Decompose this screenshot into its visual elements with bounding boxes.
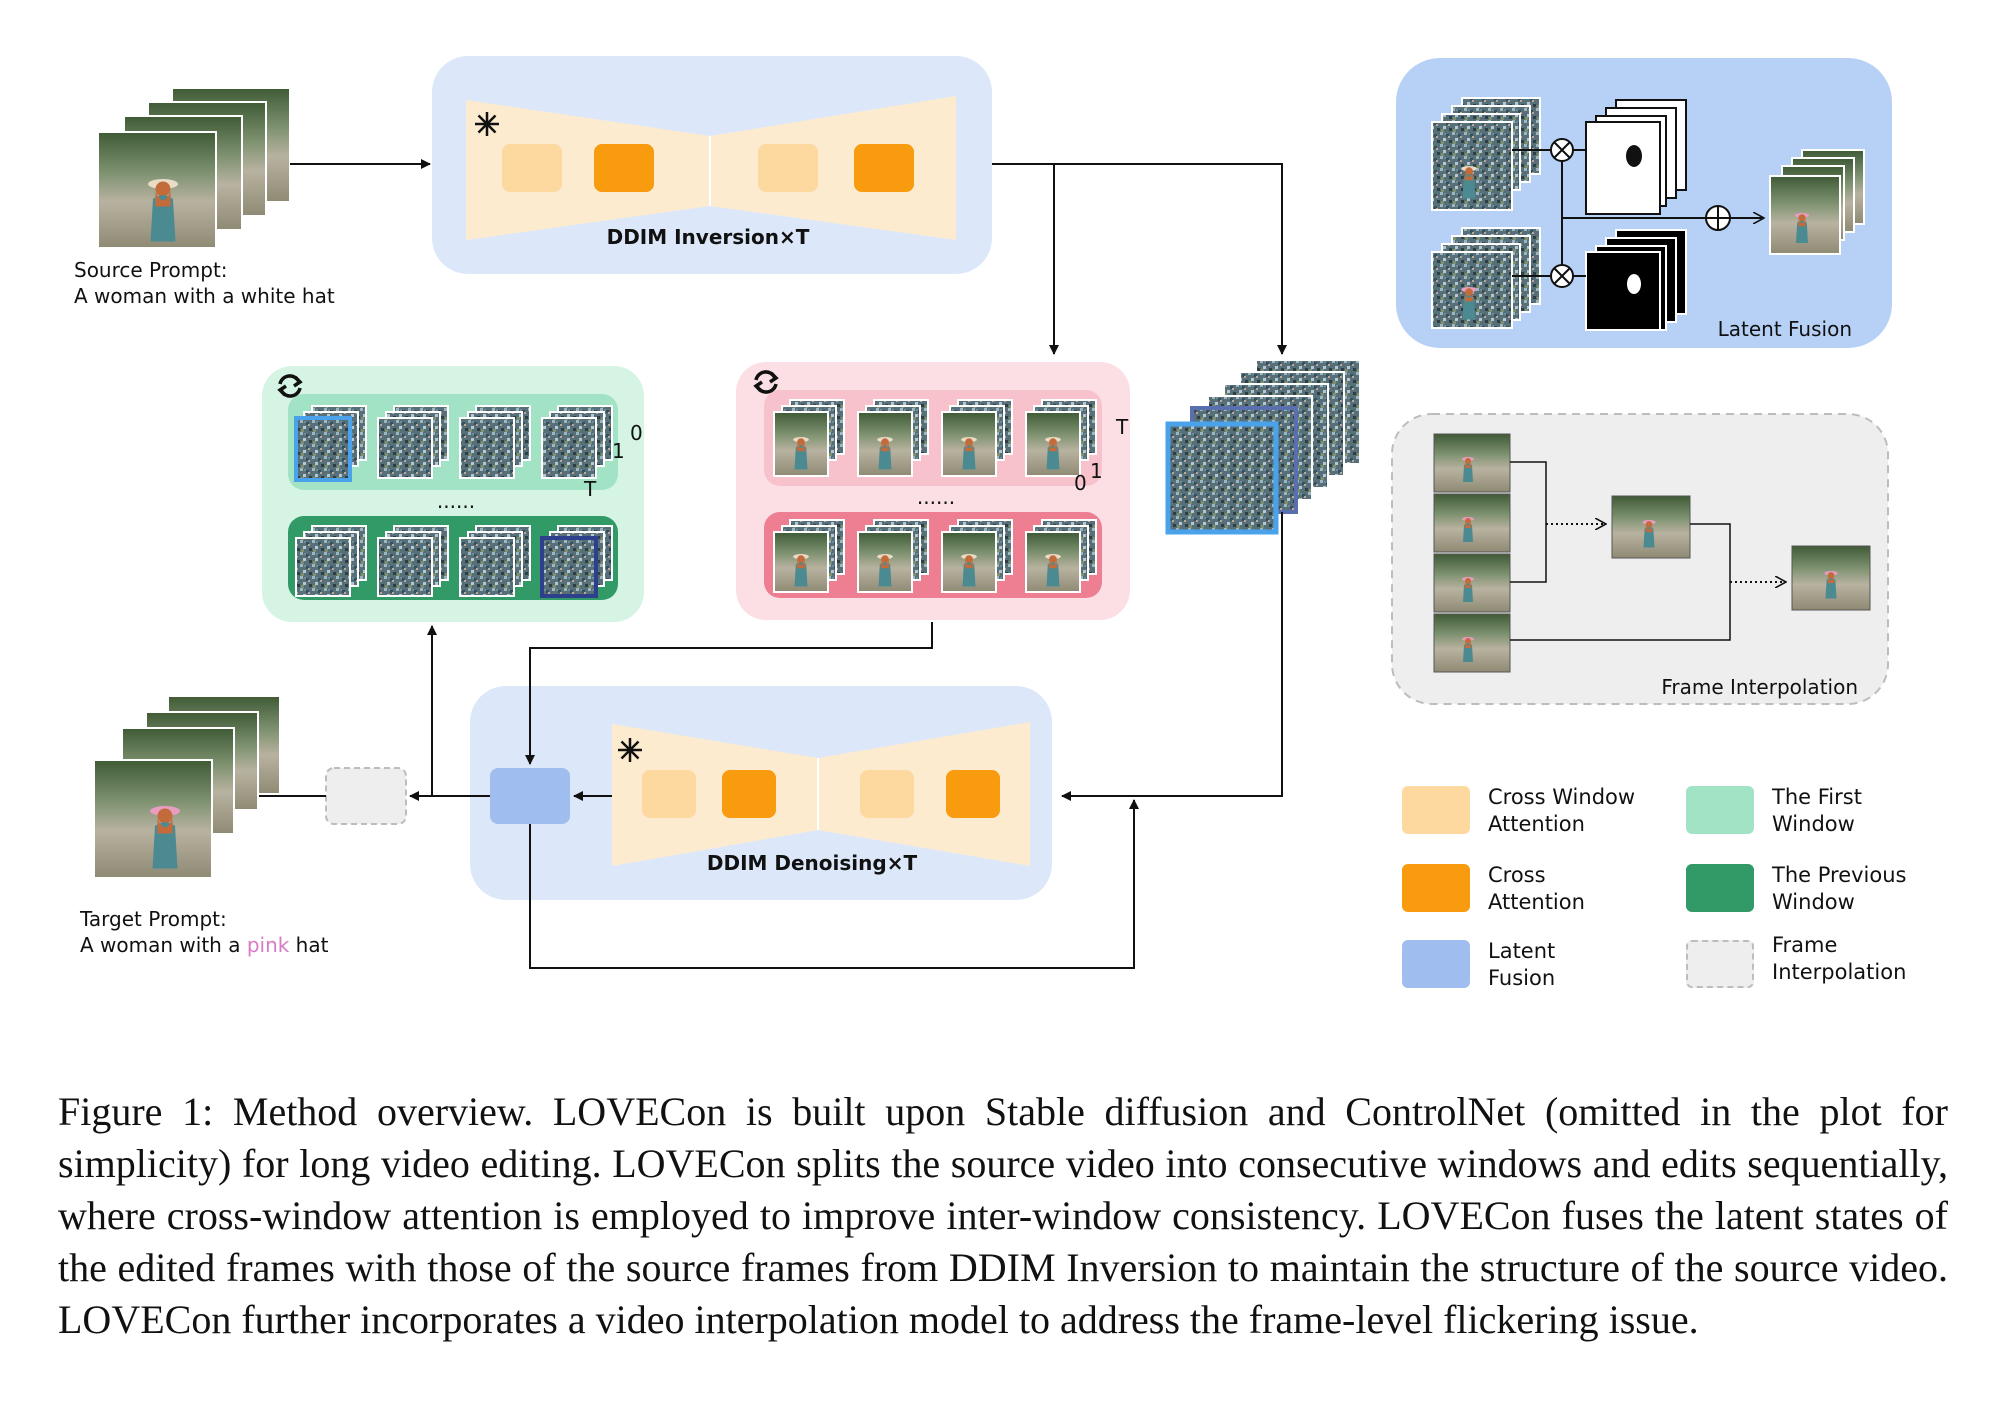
green-window-panel: ...... 0 1 T xyxy=(262,366,644,622)
legend-label-cross-attention: Cross Attention xyxy=(1488,862,1585,916)
fused-frames-stack xyxy=(1769,149,1865,255)
source-prompt-text: A woman with a white hat xyxy=(74,284,335,308)
legend-line: Window xyxy=(1772,890,1855,914)
cross-window-attention-block xyxy=(758,144,818,192)
legend-swatch-previous-window xyxy=(1686,864,1754,912)
cross-window-attention-block xyxy=(502,144,562,192)
cross-attention-block xyxy=(854,144,914,192)
legend-line: Cross xyxy=(1488,863,1546,887)
source-video-stack xyxy=(97,87,291,249)
arrow-inversion-to-pink xyxy=(992,163,1059,355)
legend-swatch-frame-interpolation xyxy=(1686,940,1754,988)
arrow-latents-to-denoising xyxy=(1061,512,1283,801)
arrow-inversion-to-latents xyxy=(1054,163,1287,355)
refresh-icon xyxy=(753,370,779,394)
snowflake-icon xyxy=(475,112,499,136)
ddim-inversion-block: DDIM Inversion×T xyxy=(432,56,992,274)
refresh-icon xyxy=(277,374,303,398)
legend-line: Fusion xyxy=(1488,966,1556,990)
snowflake-icon xyxy=(618,738,642,762)
target-prompt-pink: pink xyxy=(247,933,290,957)
green-ellipsis: ...... xyxy=(437,489,475,513)
denoising-title: DDIM Denoising×T xyxy=(707,851,918,875)
pink-step-0: 0 xyxy=(1074,471,1087,495)
legend-line: The Previous xyxy=(1772,863,1907,887)
target-prompt-label: Target Prompt: xyxy=(79,907,227,931)
legend-line: The First xyxy=(1772,785,1862,809)
multiply-icon xyxy=(1550,138,1574,162)
legend-line: Frame xyxy=(1772,933,1838,957)
ddim-denoising-block: DDIM Denoising×T xyxy=(470,686,1052,900)
inversion-title: DDIM Inversion×T xyxy=(607,225,810,249)
legend-label-first-window: The First Window xyxy=(1772,784,1862,838)
green-step-1: 1 xyxy=(612,439,625,463)
pink-step-1: 1 xyxy=(1090,459,1103,483)
white-masks-stack xyxy=(1585,99,1687,215)
legend-swatch-cross-attention xyxy=(1402,864,1470,912)
legend-line: Window xyxy=(1772,812,1855,836)
target-prompt-text: A woman with a pink hat xyxy=(80,933,329,957)
frame-interpolation-box xyxy=(325,767,407,825)
add-icon xyxy=(1705,205,1731,231)
legend-swatch-latent-fusion xyxy=(1402,940,1470,988)
arrow-pink-to-fusion xyxy=(525,622,933,765)
legend-line: Attention xyxy=(1488,890,1585,914)
frame-interpolation-title: Frame Interpolation xyxy=(1661,675,1858,699)
legend-label-previous-window: The Previous Window xyxy=(1772,862,1906,916)
legend-line: Interpolation xyxy=(1772,960,1907,984)
latent-fusion-title: Latent Fusion xyxy=(1718,317,1852,341)
legend-line: Attention xyxy=(1488,812,1585,836)
figure-caption: Figure 1: Method overview. LOVECon is bu… xyxy=(58,1089,1948,1342)
target-prompt-before: A woman with a xyxy=(80,933,247,957)
legend-swatch-first-window xyxy=(1686,786,1754,834)
source-prompt-label: Source Prompt: xyxy=(74,258,228,282)
legend-label-latent-fusion: Latent Fusion xyxy=(1488,938,1555,992)
legend-swatch-cross-window-attention xyxy=(1402,786,1470,834)
black-masks-stack xyxy=(1585,229,1687,331)
target-prompt-after: hat xyxy=(289,933,328,957)
legend-label-cross-window-attention: Cross Window Attention xyxy=(1488,784,1635,838)
legend-label-frame-interpolation: Frame Interpolation xyxy=(1772,932,1906,986)
green-step-T: T xyxy=(583,477,597,501)
green-step-0: 0 xyxy=(630,421,643,445)
source-frames-stack xyxy=(1431,227,1541,329)
edited-frames-stack xyxy=(1431,97,1541,211)
legend-line: Latent xyxy=(1488,939,1556,963)
pink-ellipsis: ...... xyxy=(917,485,955,509)
latent-fusion-block xyxy=(490,768,570,824)
arrow-loop-back xyxy=(529,799,1139,969)
noise-latent-stack xyxy=(1165,359,1361,535)
frame-interpolation-panel: Frame Interpolation xyxy=(1391,413,1889,705)
pink-step-T: T xyxy=(1115,415,1129,439)
latent-fusion-panel: Latent Fusion xyxy=(1396,58,1892,348)
multiply-icon xyxy=(1550,264,1574,288)
pink-window-panel: ...... 0 1 T xyxy=(736,362,1130,620)
cross-attention-block xyxy=(594,144,654,192)
legend-line: Cross Window xyxy=(1488,785,1636,809)
target-video-stack xyxy=(93,695,281,879)
